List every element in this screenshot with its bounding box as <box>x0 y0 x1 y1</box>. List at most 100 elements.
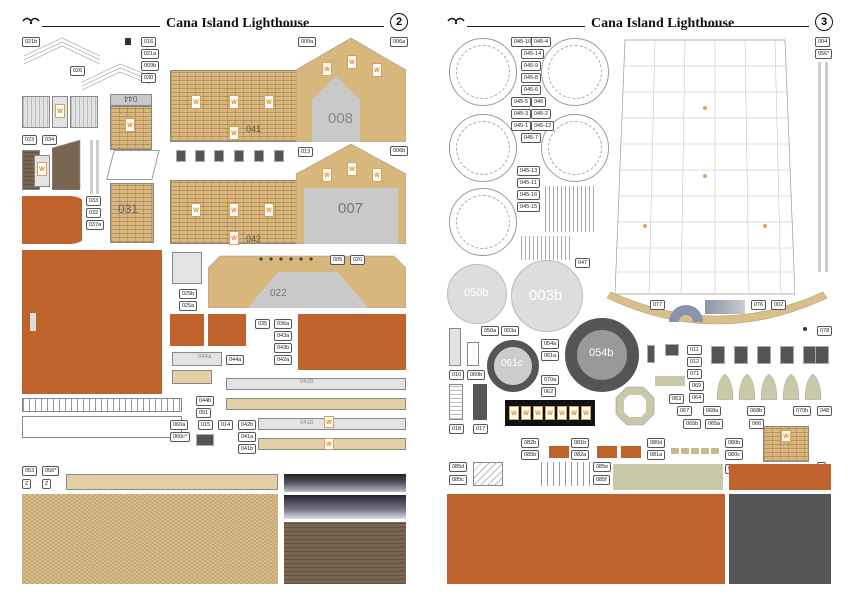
roof-strips-026 <box>23 37 151 91</box>
dark-window-icon <box>757 346 771 364</box>
ring-061c <box>487 340 539 392</box>
window-icon: W <box>347 162 357 176</box>
label-033: 033 <box>86 196 102 206</box>
sheet-page-3: Cana Island Lighthouse 3 045-10 045-4 04… <box>425 0 850 601</box>
ring-part <box>541 38 609 106</box>
rib-strips-2 <box>521 236 571 260</box>
label-006b: 006b <box>390 146 409 156</box>
label-085b: 085b <box>521 450 540 460</box>
orange-roof-sheet <box>22 250 162 394</box>
label-045-12: 045-12 <box>531 121 555 131</box>
plank-strip <box>671 448 721 454</box>
label-009b: 009b <box>141 61 160 71</box>
dark-window-icon <box>196 434 214 446</box>
wood-panel <box>284 522 406 584</box>
label-077: 077 <box>650 300 666 310</box>
label-085f: 085f <box>593 475 610 485</box>
dot-mark <box>803 327 807 331</box>
rib-strips <box>545 186 595 232</box>
wall-piece-031 <box>110 183 154 243</box>
gradient-strip-1 <box>284 474 406 492</box>
shutter-panel-023 <box>22 96 50 128</box>
part-label-022: 022 <box>270 288 287 299</box>
tower-shell-panel <box>615 39 795 295</box>
label-050a: 050a <box>481 326 500 336</box>
part-label-054b: 054b <box>589 347 614 359</box>
label-023: 023 <box>22 135 38 145</box>
door-wood-right <box>52 140 81 190</box>
label-082a: 082a <box>571 450 590 460</box>
window-icon: W <box>191 203 201 217</box>
disc-003b <box>511 260 583 332</box>
leaf-shapes <box>716 374 822 400</box>
label-036a: 036a <box>274 319 293 329</box>
dark-window-icon <box>195 150 205 162</box>
label-080c: 080c <box>725 450 743 460</box>
label-045-13: 045-13 <box>517 166 541 176</box>
glass-strip <box>705 300 745 314</box>
gull-logo-icon <box>22 17 40 25</box>
brick-block <box>549 446 569 458</box>
orange-strip <box>729 464 831 490</box>
part-label-042b: 042b <box>300 379 314 385</box>
railing-panel <box>22 416 182 438</box>
label-z-2: Z <box>42 479 52 489</box>
window-frame-025 <box>172 252 202 284</box>
page-number: 2 <box>390 13 408 31</box>
part-label-050b: 050b <box>464 287 489 299</box>
label-002: 002 <box>771 300 787 310</box>
window-icon: W <box>372 63 382 77</box>
brick-block <box>597 446 617 458</box>
octagon-ring-063 <box>615 386 655 426</box>
small-tab <box>30 313 36 331</box>
label-009a: 009a <box>298 37 317 47</box>
dark-window-icon <box>234 150 244 162</box>
label-012: 012 <box>687 357 703 367</box>
label-085c: 085c <box>449 475 467 485</box>
tan-strip <box>172 370 212 384</box>
window-icon: W <box>569 406 579 420</box>
orange-panel-037 <box>22 196 82 244</box>
part-label-031: 031 <box>118 202 139 216</box>
window-icon: W <box>324 416 334 428</box>
shutter-panel-034 <box>70 96 98 128</box>
gable-wall-007 <box>296 143 406 244</box>
label-060a: 060a <box>170 420 189 430</box>
orange-panel <box>170 314 204 346</box>
arc-piece-077 <box>669 305 703 322</box>
strip-part <box>96 140 99 194</box>
label-041b: 041b <box>238 444 257 454</box>
label-045-5: 045-5 <box>511 97 532 107</box>
dark-window-icon <box>274 150 284 162</box>
gull-logo-icon <box>447 17 465 25</box>
label-035: 035 <box>255 319 271 329</box>
label-032: 032 <box>86 208 102 218</box>
window-icon: W <box>781 430 791 442</box>
gradient-strip-2 <box>284 495 406 519</box>
dark-window-icon <box>214 150 224 162</box>
label-044b: 044b <box>196 396 215 406</box>
spacer <box>561 36 611 38</box>
window-icon: W <box>191 95 201 109</box>
label-063: 063 <box>669 394 685 404</box>
window-icon: W <box>322 62 332 76</box>
label-045-15: 045-15 <box>517 202 541 212</box>
ring-part <box>449 114 517 182</box>
label-015: 015 <box>198 420 214 430</box>
label-014: 014 <box>218 420 234 430</box>
label-010: 010 <box>449 370 465 380</box>
page-number: 3 <box>815 13 833 31</box>
window-icon: W <box>521 406 531 420</box>
label-045-4: 045-4 <box>531 37 552 47</box>
part-label-044: 044 <box>124 94 138 103</box>
label-085d: 085d <box>449 462 468 472</box>
part-label-044a: 044a <box>198 354 212 360</box>
label-081b: 081b <box>571 438 590 448</box>
window-icon: W <box>229 95 239 109</box>
header-rule-left <box>467 26 585 27</box>
label-070b: 070b <box>793 406 812 416</box>
label-071: 071 <box>687 369 703 379</box>
tan-base-strip <box>66 474 278 490</box>
label-082b: 082b <box>521 438 540 448</box>
dark-part-017 <box>473 384 487 420</box>
